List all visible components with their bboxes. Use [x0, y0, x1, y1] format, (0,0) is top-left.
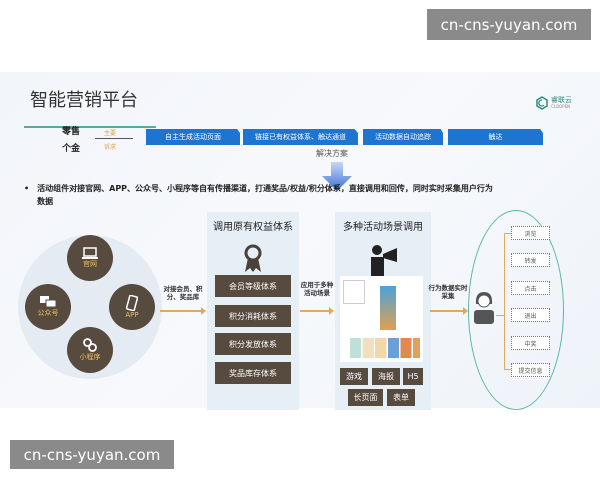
demand-label-2: 诉求: [104, 144, 117, 151]
arrow2-label: 应用于多种活动场景: [300, 281, 334, 297]
arrow3: [430, 307, 468, 315]
laptop-icon: [82, 247, 98, 259]
behavior-item: 提交信息: [511, 363, 550, 377]
panel-title: 多种活动场景调用: [343, 222, 423, 233]
step-1: 自主生成活动页面: [146, 129, 240, 145]
down-arrow-icon: [322, 162, 352, 191]
channel-miniprogram: 小程序: [67, 327, 113, 373]
award-ribbon-icon: [244, 244, 262, 272]
demand-left-2: 个金: [62, 144, 81, 154]
channel-label: 公众号: [37, 309, 59, 317]
behavior-item: 点击: [511, 281, 550, 295]
behavior-item: 浏览: [511, 226, 550, 240]
behavior-item: 退出: [511, 308, 550, 322]
panel-benefits: 调用原有权益体系 会员等级体系 积分消耗体系 积分发放体系 奖品库存体系: [207, 212, 299, 410]
logo-sub: CLOOPEN: [551, 104, 571, 110]
behavior-item: 中奖: [511, 336, 550, 350]
channel-wechat: 公众号: [25, 284, 71, 330]
chat-icon: [40, 296, 56, 308]
arrow1: [160, 307, 206, 315]
channel-label: APP: [125, 311, 139, 319]
step-3: 活动数据自动追踪: [363, 129, 443, 145]
page-title: 智能营销平台: [30, 90, 138, 111]
arrow2: [300, 307, 334, 315]
benefit-item: 积分发放体系: [215, 333, 291, 355]
scene-tag: 游戏: [340, 368, 368, 385]
channel-app: APP: [109, 284, 155, 330]
app-screenshot: [340, 276, 423, 362]
scene-tag: 长页面: [348, 389, 383, 406]
behavior-oval: [468, 210, 564, 410]
channel-label: 官网: [83, 260, 97, 268]
panel-title: 调用原有权益体系: [213, 222, 293, 233]
title-underline: [24, 126, 156, 128]
panel-scenes: 多种活动场景调用 游戏 海报 H5 长页面 表单: [335, 212, 431, 410]
scene-tag: 海报: [372, 368, 400, 385]
scene-tag: 表单: [387, 389, 415, 406]
benefit-item: 会员等级体系: [215, 275, 291, 297]
megaphone-person-icon: [371, 245, 397, 276]
bracket: [504, 233, 511, 370]
behavior-item: 转发: [511, 253, 550, 267]
demand-label-1: 主要: [104, 130, 117, 137]
bracket-stem: [496, 315, 504, 316]
link-icon: [83, 338, 97, 352]
watermark-top: cn-cns-yuyan.com: [427, 9, 591, 40]
watermark-bottom: cn-cns-yuyan.com: [10, 440, 174, 469]
phone-icon: [126, 295, 138, 311]
benefit-item: 奖品库存体系: [215, 362, 291, 384]
bullet-content: 活动组件对接官网、APP、公众号、小程序等自有传播渠道，打通奖品/权益/积分体系…: [37, 184, 493, 206]
arrow1-label: 对接会员、积分、奖品库: [163, 285, 203, 301]
bullet-text: •活动组件对接官网、APP、公众号、小程序等自有传播渠道，打通奖品/权益/积分体…: [24, 184, 493, 206]
channel-label: 小程序: [79, 353, 101, 361]
demand-left-1: 零售: [62, 127, 81, 137]
user-icon: [474, 292, 494, 324]
demand-arrow: [95, 138, 133, 139]
step-2: 链接已有权益体系、触达通道: [243, 129, 358, 145]
step-4: 触达: [448, 129, 543, 145]
channel-website: 官网: [67, 235, 113, 281]
solution-label: 解决方案: [316, 149, 348, 158]
logo-icon: [536, 96, 548, 110]
benefit-item: 积分消耗体系: [215, 305, 291, 327]
scene-tag: H5: [403, 368, 423, 385]
arrow3-label: 行为数据实时采集: [428, 284, 468, 300]
logo-name: 睿联云: [551, 95, 572, 104]
